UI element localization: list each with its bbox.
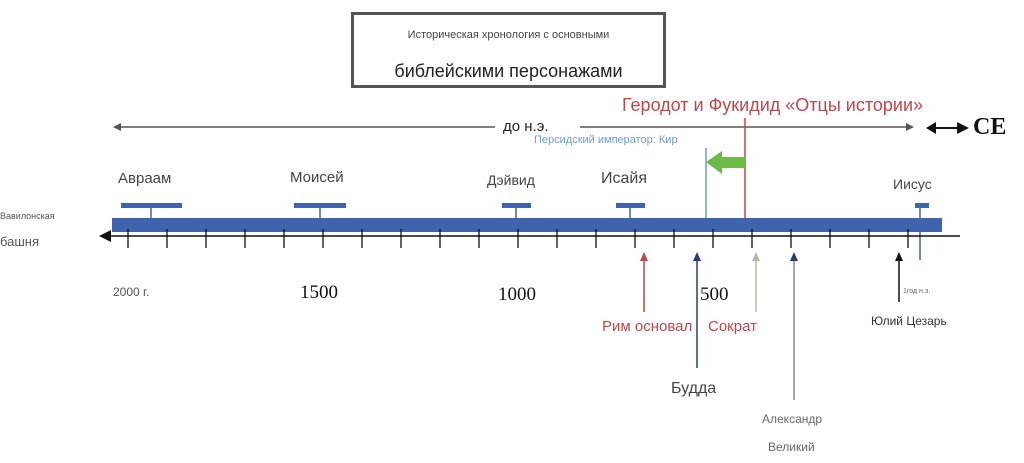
moses-bar xyxy=(294,203,346,208)
event-socrates: Сократ xyxy=(708,318,757,335)
buddha-arrowhead xyxy=(693,252,701,261)
title-line-1: Историческая хронология с основными xyxy=(407,29,610,41)
green-arrow-icon xyxy=(706,151,745,174)
timeline-bar xyxy=(112,218,942,232)
abraham-bar xyxy=(121,203,182,208)
bce-label: до н.э. xyxy=(503,118,549,135)
babel-label-line1: Вавилонская xyxy=(0,211,55,221)
title-box: Историческая хронология с основными библ… xyxy=(351,12,666,88)
event-alexander-line1: Александр xyxy=(762,412,823,426)
jesus-bar xyxy=(915,203,929,208)
event-caesar: Юлий Цезарь xyxy=(871,314,947,328)
figure-isaiah: Исайя xyxy=(601,170,647,187)
greek-historians-label: Геродот и Фукидид «Отцы истории» xyxy=(622,95,924,115)
ce-arrow-left-head xyxy=(926,122,936,134)
alexander-arrowhead xyxy=(790,252,798,261)
event-rome: Рим основал xyxy=(602,318,693,335)
axis-label-1500: 1500 xyxy=(300,282,338,303)
timeline-ticks xyxy=(127,229,909,248)
ce-label: CE xyxy=(973,114,1007,140)
figure-jesus: Иисус xyxy=(893,176,932,192)
axis-label-1ad: 1год н.э. xyxy=(903,288,931,295)
figure-moses: Моисей xyxy=(290,169,344,186)
figure-abraham: Авраам xyxy=(118,170,172,187)
isaiah-bar xyxy=(616,203,645,208)
axis-label-500: 500 xyxy=(700,284,729,305)
axis-label-1000: 1000 xyxy=(498,284,536,305)
axis-label-2000: 2000 г. xyxy=(113,285,150,299)
caesar-arrowhead xyxy=(895,252,903,261)
socrates-arrowhead xyxy=(752,252,760,261)
event-buddha: Будда xyxy=(671,380,717,397)
event-alexander-line2: Великий xyxy=(768,440,815,454)
title-line-2: библейскими персонажами xyxy=(394,61,623,81)
babel-label-line2: башня xyxy=(0,234,40,249)
cyrus-label: Персидский император: Кир xyxy=(534,134,678,146)
rome-arrowhead xyxy=(640,252,648,261)
david-bar xyxy=(502,203,531,208)
figure-david: Дэйвид xyxy=(487,172,535,188)
